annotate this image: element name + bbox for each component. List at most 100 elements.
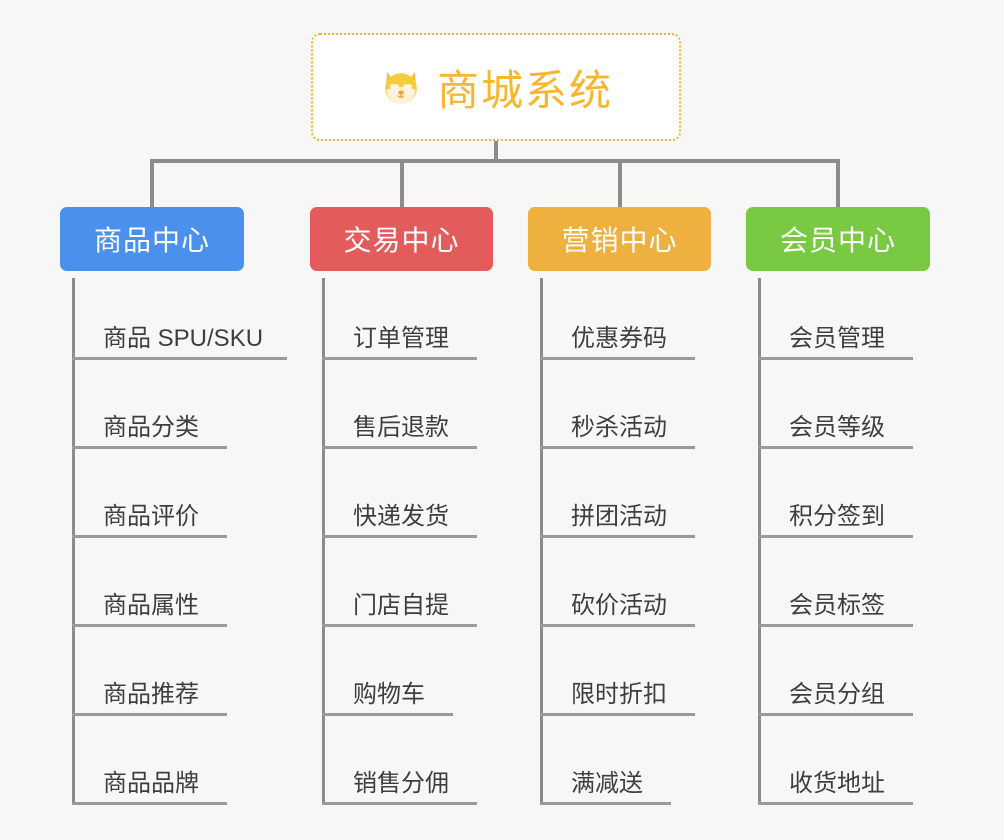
leaf-underline	[540, 713, 695, 716]
branch-trunk-line	[758, 278, 761, 804]
branch-trunk-line	[540, 278, 543, 804]
category-title: 交易中心	[343, 225, 460, 256]
root-title: 商城系统	[436, 66, 613, 114]
leaf-underline	[322, 713, 453, 716]
leaf-label: 收货地址	[789, 770, 885, 797]
leaf-label: 拼团活动	[571, 503, 667, 530]
leaf-label: 积分签到	[789, 503, 885, 530]
leaf-label: 订单管理	[353, 325, 449, 352]
leaf-item[interactable]: 商品属性	[60, 538, 244, 627]
leaf-label: 会员管理	[789, 325, 885, 352]
leaf-underline	[758, 624, 913, 627]
branch-trunk-line	[322, 278, 325, 804]
leaf-item[interactable]: 商品 SPU/SKU	[60, 271, 287, 360]
leaf-label: 快递发货	[353, 503, 449, 530]
leaf-label: 会员标签	[789, 592, 885, 619]
leaf-label: 购物车	[353, 681, 425, 708]
leaf-item[interactable]: 秒杀活动	[528, 360, 711, 449]
leaf-underline	[540, 802, 671, 805]
leaf-label: 会员分组	[789, 681, 885, 708]
leaf-label: 商品评价	[103, 503, 199, 530]
leaf-item[interactable]: 商品评价	[60, 449, 244, 538]
leaf-label: 优惠券码	[571, 325, 667, 352]
connector-drop-3	[618, 159, 622, 207]
leaf-item[interactable]: 收货地址	[746, 716, 930, 805]
leaf-item[interactable]: 快递发货	[310, 449, 493, 538]
leaf-underline	[758, 446, 913, 449]
leaf-item[interactable]: 会员分组	[746, 627, 930, 716]
branch-member-center: 会员中心 会员管理 会员等级 积分签到 会员标签 会员分组	[746, 207, 930, 805]
leaf-label: 商品 SPU/SKU	[103, 325, 264, 352]
leaf-label: 满减送	[571, 770, 643, 797]
connector-root-stem	[494, 141, 498, 163]
leaf-underline	[72, 802, 227, 805]
leaf-item[interactable]: 门店自提	[310, 538, 493, 627]
dog-face-icon	[379, 65, 423, 109]
leaf-label: 会员等级	[789, 414, 885, 441]
leaf-underline	[540, 357, 695, 360]
leaf-underline	[540, 624, 695, 627]
leaf-label: 砍价活动	[571, 592, 667, 619]
branch-trade-center: 交易中心 订单管理 售后退款 快递发货 门店自提 购物车	[310, 207, 493, 805]
leaf-underline	[322, 357, 477, 360]
leaf-item[interactable]: 购物车	[310, 627, 493, 716]
category-header-product-center[interactable]: 商品中心	[60, 207, 244, 271]
leaf-underline	[322, 535, 477, 538]
leaf-underline	[758, 535, 913, 538]
branch-trunk-line	[72, 278, 75, 804]
leaf-label: 限时折扣	[571, 681, 667, 708]
category-title: 会员中心	[779, 225, 896, 256]
category-header-marketing-center[interactable]: 营销中心	[528, 207, 711, 271]
connector-drop-4	[836, 159, 840, 207]
leaf-list-marketing-center: 优惠券码 秒杀活动 拼团活动 砍价活动 限时折扣 满减送	[528, 271, 711, 805]
leaf-label: 商品属性	[103, 592, 199, 619]
connector-horizontal-bus	[150, 159, 840, 163]
connector-drop-1	[150, 159, 154, 207]
leaf-underline	[72, 357, 287, 360]
leaf-underline	[540, 535, 695, 538]
leaf-item[interactable]: 订单管理	[310, 271, 493, 360]
leaf-list-product-center: 商品 SPU/SKU 商品分类 商品评价 商品属性 商品推荐 商品品牌	[60, 271, 287, 805]
leaf-underline	[540, 446, 695, 449]
leaf-underline	[72, 624, 227, 627]
leaf-item[interactable]: 优惠券码	[528, 271, 711, 360]
branch-product-center: 商品中心 商品 SPU/SKU 商品分类 商品评价 商品属性 商品推荐	[60, 207, 287, 805]
leaf-item[interactable]: 积分签到	[746, 449, 930, 538]
leaf-underline	[758, 713, 913, 716]
root-node[interactable]: 商城系统	[311, 33, 681, 141]
leaf-item[interactable]: 销售分佣	[310, 716, 493, 805]
leaf-list-member-center: 会员管理 会员等级 积分签到 会员标签 会员分组 收货地址	[746, 271, 930, 805]
category-header-trade-center[interactable]: 交易中心	[310, 207, 493, 271]
category-title: 营销中心	[561, 225, 678, 256]
leaf-item[interactable]: 会员管理	[746, 271, 930, 360]
leaf-label: 秒杀活动	[571, 414, 667, 441]
leaf-underline	[72, 446, 227, 449]
category-header-member-center[interactable]: 会员中心	[746, 207, 930, 271]
leaf-item[interactable]: 会员标签	[746, 538, 930, 627]
leaf-underline	[72, 535, 227, 538]
leaf-label: 售后退款	[353, 414, 449, 441]
category-title: 商品中心	[93, 225, 210, 256]
leaf-underline	[72, 713, 227, 716]
leaf-label: 商品推荐	[103, 681, 199, 708]
leaf-underline	[758, 802, 913, 805]
leaf-item[interactable]: 拼团活动	[528, 449, 711, 538]
leaf-underline	[758, 357, 913, 360]
leaf-label: 门店自提	[353, 592, 449, 619]
leaf-item[interactable]: 商品分类	[60, 360, 244, 449]
leaf-item[interactable]: 满减送	[528, 716, 711, 805]
leaf-item[interactable]: 售后退款	[310, 360, 493, 449]
leaf-underline	[322, 446, 477, 449]
leaf-item[interactable]: 会员等级	[746, 360, 930, 449]
leaf-label: 销售分佣	[353, 770, 449, 797]
leaf-label: 商品分类	[103, 414, 199, 441]
branch-marketing-center: 营销中心 优惠券码 秒杀活动 拼团活动 砍价活动 限时折扣	[528, 207, 711, 805]
leaf-label: 商品品牌	[103, 770, 199, 797]
leaf-list-trade-center: 订单管理 售后退款 快递发货 门店自提 购物车 销售分佣	[310, 271, 493, 805]
leaf-item[interactable]: 限时折扣	[528, 627, 711, 716]
leaf-item[interactable]: 商品推荐	[60, 627, 244, 716]
connector-drop-2	[400, 159, 404, 207]
leaf-item[interactable]: 砍价活动	[528, 538, 711, 627]
leaf-item[interactable]: 商品品牌	[60, 716, 244, 805]
